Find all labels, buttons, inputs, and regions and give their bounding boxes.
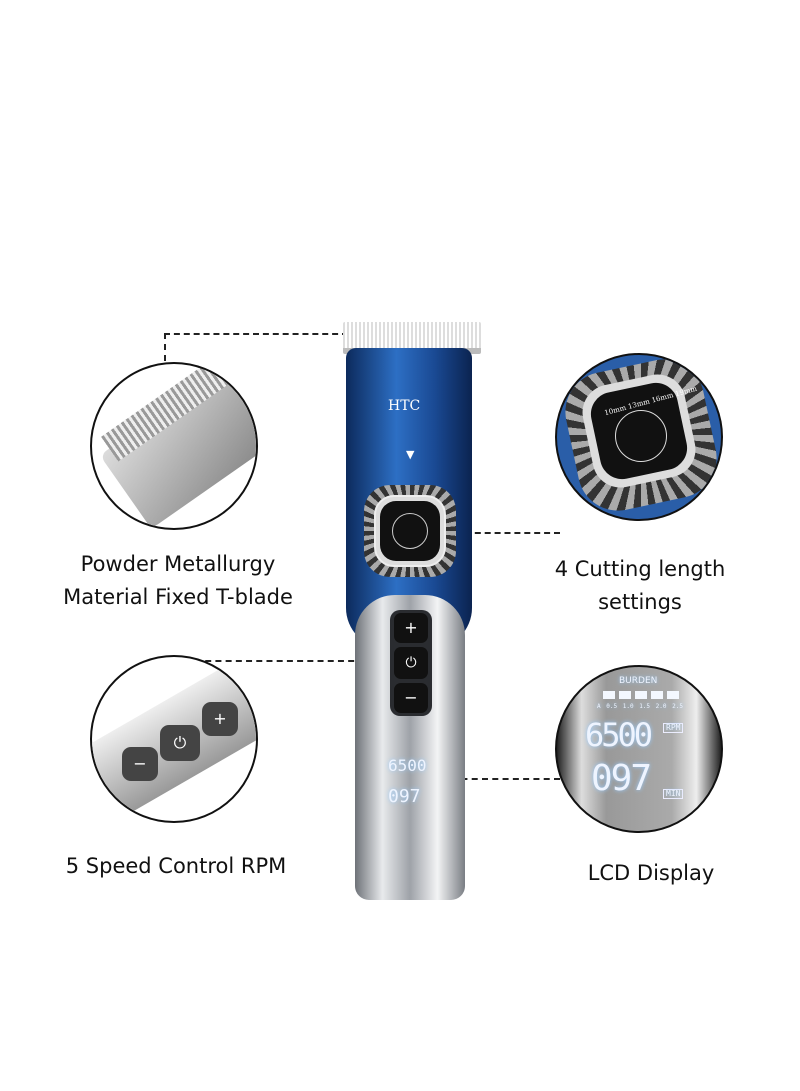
blade-closeup (90, 362, 258, 530)
scale-tick: 1.5 (639, 703, 651, 710)
scale-tick: 1.0 (622, 703, 634, 710)
feature-label-blade: Powder Metallurgy Material Fixed T-blade (63, 548, 293, 614)
lcd-minutes-unit: MIN (663, 789, 684, 799)
feature-text: 5 Speed Control RPM (65, 854, 287, 878)
trimmer: HTC ▼ + ⏻ − 6500 097 (340, 320, 481, 905)
feature-text: 4 Cutting length (554, 557, 726, 581)
lcd-burden-bars (603, 691, 679, 699)
lcd-rpm-value: 6500 (388, 756, 427, 775)
feature-text: settings (598, 590, 682, 614)
feature-label-speed: 5 Speed Control RPM (66, 850, 287, 883)
scale-tick: 2.5 (672, 703, 683, 710)
lcd-rpm-unit: RPM (663, 723, 684, 733)
lcd-rpm-value: 6500 (585, 716, 653, 754)
leader-line-dial (455, 532, 560, 534)
lcd-closeup: BURDEN A 0.5 1.0 1.5 2.0 2.5 6500 RPM 09… (555, 665, 723, 833)
feature-text: LCD Display (587, 861, 715, 885)
lcd-burden-label: BURDEN (619, 676, 658, 686)
scale-tick: 2.0 (655, 703, 667, 710)
feature-label-lengths: 4 Cutting length settings (555, 553, 726, 619)
scale-tick: 0.5 (606, 703, 618, 710)
leader-line-buttons (195, 660, 395, 662)
plus-button[interactable]: + (394, 613, 428, 643)
brand-logo: HTC (388, 398, 421, 414)
length-dial[interactable] (364, 485, 456, 577)
buttons-closeup: − ⏻ + (90, 655, 258, 823)
leader-line-blade (164, 333, 348, 372)
feature-text: Material Fixed T-blade (63, 585, 293, 609)
power-button[interactable]: ⏻ (394, 647, 428, 679)
minus-button[interactable]: − (394, 683, 428, 713)
lcd-screen: 6500 097 (388, 732, 436, 824)
leader-line-lcd (410, 778, 560, 780)
lcd-scale: A 0.5 1.0 1.5 2.0 2.5 (597, 704, 683, 710)
power-icon: ⏻ (405, 655, 417, 671)
scale-tick: A (597, 703, 601, 710)
dial-closeup: 10mm 13mm 16mm 19mm (555, 353, 723, 521)
arrow-down-icon: ▼ (406, 448, 415, 461)
feature-label-lcd: LCD Display (588, 857, 715, 890)
lcd-minutes-value: 097 (388, 786, 421, 807)
feature-text: Powder Metallurgy (80, 552, 276, 576)
lcd-minutes-value: 097 (591, 758, 652, 799)
